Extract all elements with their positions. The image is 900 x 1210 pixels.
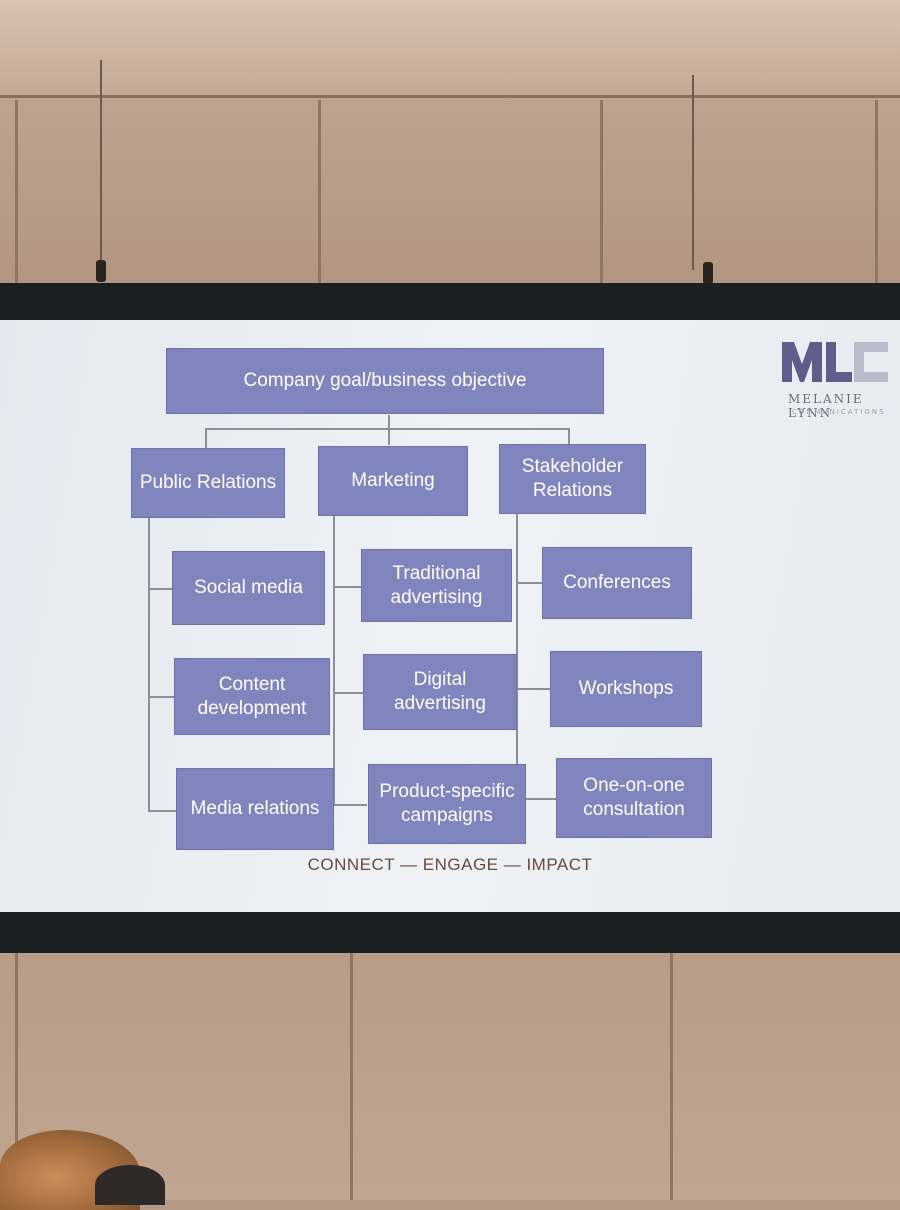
node-company-goal: Company goal/business objective	[166, 348, 604, 414]
connector	[148, 696, 174, 698]
node-stakeholder-relations: Stakeholder Relations	[499, 444, 646, 514]
node-label: Digital advertising	[394, 669, 486, 714]
node-label: Content development	[197, 673, 307, 719]
logo-subtitle: COMMUNICATIONS	[792, 408, 886, 416]
connector	[516, 798, 556, 800]
connector	[333, 804, 367, 806]
screen-cable	[100, 60, 102, 270]
connector	[205, 428, 570, 430]
node-content-development: Content development	[174, 658, 330, 735]
node-traditional-advertising: Traditional advertising	[361, 549, 512, 622]
node-label: Public Relations	[139, 472, 277, 493]
node-public-relations: Public Relations	[131, 448, 285, 518]
cable-weight	[703, 262, 713, 284]
connector	[333, 516, 335, 806]
node-conferences: Conferences	[542, 547, 692, 619]
connector	[568, 428, 570, 448]
wall-lower	[0, 930, 900, 1200]
wall-seam	[875, 100, 878, 290]
audience-head	[95, 1165, 165, 1205]
node-label: Conferences	[563, 572, 671, 593]
mlc-logo	[782, 342, 888, 382]
node-label: Media relations	[190, 798, 320, 819]
connector	[516, 688, 550, 690]
screen-cable	[692, 75, 694, 270]
ceiling-trim	[0, 0, 900, 98]
wall-seam	[15, 950, 18, 1200]
node-label: Marketing	[351, 470, 435, 491]
node-label: Traditional advertising	[390, 562, 483, 608]
node-label: Stakeholder Relations	[521, 456, 624, 501]
node-label: Workshops	[578, 678, 674, 699]
wall-seam	[350, 950, 353, 1200]
slide-tagline: CONNECT — ENGAGE — IMPACT	[307, 855, 593, 874]
node-workshops: Workshops	[550, 651, 702, 727]
node-one-on-one-consultation: One-on-one consultation	[556, 758, 712, 838]
node-social-media: Social media	[172, 551, 325, 625]
node-digital-advertising: Digital advertising	[363, 654, 517, 730]
node-label: One-on-one consultation	[583, 775, 685, 820]
wall-seam	[670, 940, 673, 1200]
connector	[148, 588, 174, 590]
wall-seam	[15, 100, 18, 290]
connector	[148, 810, 176, 812]
node-label: Product-specific campaigns	[379, 781, 515, 826]
node-marketing: Marketing	[318, 446, 468, 516]
connector	[516, 582, 542, 584]
connector	[205, 428, 207, 448]
logo-company-name: MELANIE LYNN	[788, 392, 864, 420]
connector	[516, 514, 518, 800]
connector	[388, 415, 390, 445]
cable-weight	[96, 260, 106, 282]
wall-seam	[318, 100, 321, 290]
connector	[148, 518, 150, 812]
wall-seam	[600, 100, 603, 290]
node-product-specific-campaigns: Product-specific campaigns	[368, 764, 526, 844]
node-label: Company goal/business objective	[243, 370, 527, 391]
projected-slide: Company goal/business objective Public R…	[0, 320, 900, 912]
node-media-relations: Media relations	[176, 768, 334, 850]
connector	[333, 692, 363, 694]
connector	[333, 586, 361, 588]
node-label: Social media	[194, 577, 303, 598]
